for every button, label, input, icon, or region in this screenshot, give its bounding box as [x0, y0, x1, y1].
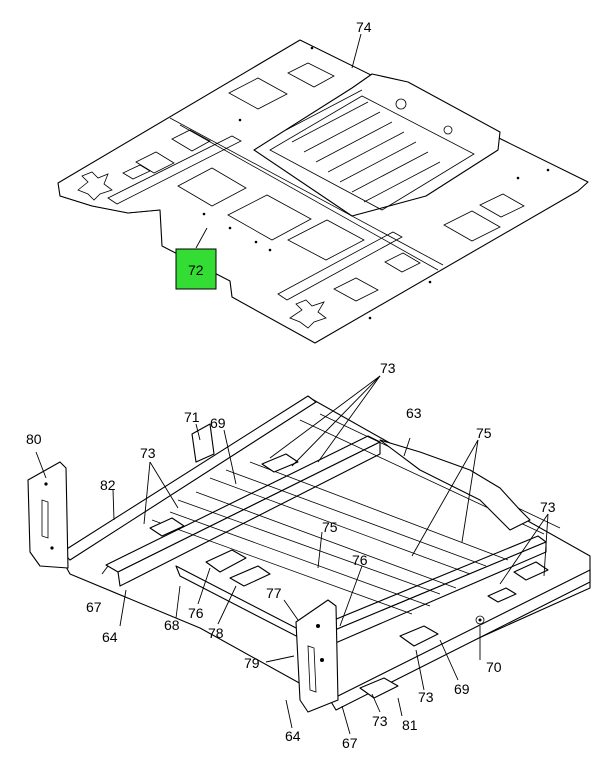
callout-76: 76: [188, 605, 204, 621]
callout-72: 72: [188, 262, 204, 278]
callout-64: 64: [102, 629, 118, 645]
callout-71: 71: [184, 409, 200, 425]
callout-73: 73: [140, 445, 156, 461]
callout-70: 70: [486, 659, 502, 675]
callout-73: 73: [540, 499, 556, 515]
floor-panel: [57, 39, 589, 344]
callout-74: 74: [356, 19, 372, 35]
callout-79: 79: [244, 655, 260, 671]
callout-67: 67: [86, 599, 102, 615]
callout-69: 69: [454, 681, 470, 697]
callout-76: 76: [352, 552, 368, 568]
callout-77: 77: [266, 585, 282, 601]
callout-73: 73: [372, 713, 388, 729]
callout-67: 67: [342, 735, 358, 751]
callout-69: 69: [210, 415, 226, 431]
leader-lines: [35, 33, 549, 735]
callout-68: 68: [164, 617, 180, 633]
callout-82: 82: [100, 477, 116, 493]
callout-64: 64: [285, 728, 301, 744]
callout-78: 78: [208, 625, 224, 641]
callout-75: 75: [322, 519, 338, 535]
callout-73: 73: [380, 360, 396, 376]
frame-assembly: [27, 395, 591, 713]
callout-81: 81: [402, 717, 418, 733]
callout-80: 80: [26, 431, 42, 447]
callout-75: 75: [476, 425, 492, 441]
callout-73: 73: [418, 689, 434, 705]
callout-labels: 74 72 73 63 71 69 80 73 75 82 75 73 76 6…: [26, 19, 556, 751]
callout-63: 63: [406, 405, 422, 421]
highlighted-callout-box-72: [175, 248, 217, 290]
